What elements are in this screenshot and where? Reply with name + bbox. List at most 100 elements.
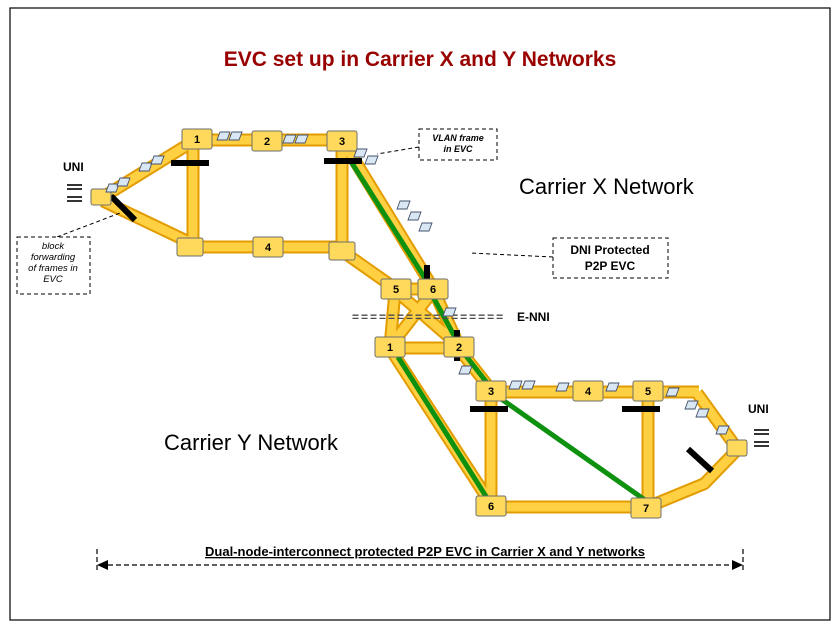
node-box	[374, 336, 406, 358]
vlan-frame-icon	[105, 183, 120, 193]
vlan-frame-icon	[521, 380, 536, 390]
vlan-frame-icon	[228, 131, 243, 141]
node-box	[417, 278, 449, 300]
node-box	[380, 278, 412, 300]
vlan-frame-icon	[396, 200, 411, 210]
node-number: 4	[585, 386, 592, 398]
node-box	[572, 380, 604, 402]
node-box	[630, 497, 662, 519]
node-number: 1	[194, 134, 200, 146]
node-number: 4	[265, 242, 272, 254]
enni-boundary-marks: =================	[352, 310, 505, 324]
vlan-frame-icon	[150, 155, 165, 165]
vlan-frame-icon	[216, 131, 231, 141]
protected-evc-path	[428, 291, 460, 343]
vlan-frame-icon	[294, 134, 309, 144]
vlan-frame-icon	[282, 134, 297, 144]
uni-endpoint-node	[90, 188, 112, 206]
network-link	[693, 390, 740, 450]
switch-node: 1	[374, 336, 406, 358]
switch-node: 2	[251, 130, 283, 152]
callout-text: DNI Protected	[570, 243, 649, 257]
uni-right-label: UNI	[748, 402, 769, 416]
node-number: 5	[393, 284, 399, 296]
node-number: 2	[264, 136, 270, 148]
vlan-frame-icon	[364, 155, 379, 165]
switch-node: 7	[630, 497, 662, 519]
switch-node: 1	[181, 128, 213, 150]
switch-node: 4	[252, 236, 284, 258]
callout-leader-line	[469, 252, 554, 258]
vlan-frame-icon	[407, 211, 422, 221]
switch-node: 4	[572, 380, 604, 402]
network-link	[393, 287, 460, 348]
node-number: 6	[488, 501, 494, 513]
arrow-right-icon	[732, 560, 743, 570]
vlan-frame-icon	[116, 177, 131, 187]
uni-left-interface-icon	[67, 184, 82, 202]
bottom-caption: Dual-node-interconnect protected P2P EVC…	[205, 544, 645, 559]
protected-evc-path	[395, 355, 490, 500]
vlan-frame-icon	[684, 400, 699, 410]
uni-endpoint-node	[726, 439, 748, 457]
switch-node: 5	[632, 380, 664, 402]
vlan-frame-icon	[715, 425, 730, 435]
switch-node: 6	[475, 495, 507, 517]
node-number: 3	[488, 386, 494, 398]
node-box	[90, 188, 112, 206]
callout-text: in EVC	[443, 144, 473, 154]
network-link	[101, 196, 193, 248]
blocked-port-marker	[685, 446, 715, 474]
node-box	[726, 439, 748, 457]
node-box	[328, 241, 356, 261]
switch-node: 5	[380, 278, 412, 300]
callout-box	[552, 237, 669, 279]
vlan-frame-icon	[458, 365, 473, 375]
vlan-frame-icon	[418, 222, 433, 232]
protected-evc-path	[495, 393, 647, 503]
vlan-frame-icon	[138, 162, 153, 172]
callout-leader-line	[376, 146, 420, 155]
callout-text: P2P EVC	[585, 259, 636, 273]
vlan-frame-callout: VLAN frame in EVC	[376, 128, 498, 161]
callout-text: EVC	[43, 274, 63, 285]
dni-protected-callout: DNI Protected P2P EVC	[469, 237, 669, 279]
arrow-left-icon	[97, 560, 108, 570]
callout-text: block	[42, 241, 65, 252]
page-title: EVC set up in Carrier X and Y Networks	[224, 48, 617, 71]
bottom-span-annotation: Dual-node-interconnect protected P2P EVC…	[96, 544, 744, 571]
vlan-frame-icon	[695, 408, 710, 418]
uni-left-label: UNI	[63, 160, 84, 174]
node-box	[252, 236, 284, 258]
switch-node	[176, 237, 204, 257]
vlan-frame-icon	[605, 382, 620, 392]
vlan-frame-icon	[665, 387, 680, 397]
protected-evc-path	[347, 158, 431, 285]
switch-node	[328, 241, 356, 261]
node-number: 6	[430, 284, 436, 296]
node-box	[632, 380, 664, 402]
vlan-frame-icon	[508, 380, 523, 390]
vlan-frame-icon	[555, 382, 570, 392]
carrier-x-label: Carrier X Network	[519, 174, 695, 199]
callout-text: VLAN frame	[432, 133, 484, 143]
node-box	[176, 237, 204, 257]
node-number: 2	[456, 342, 462, 354]
switch-node: 3	[475, 380, 507, 402]
block-forwarding-callout: block forwarding of frames in EVC	[16, 212, 121, 295]
node-box	[181, 128, 213, 150]
node-box	[443, 336, 475, 358]
uni-right-interface-icon	[754, 429, 769, 447]
node-box	[326, 130, 358, 152]
callout-leader-line	[56, 212, 121, 238]
node-box	[475, 495, 507, 517]
vlan-frame-icon	[442, 307, 457, 317]
node-box	[475, 380, 507, 402]
switch-node: 6	[417, 278, 449, 300]
callout-box	[418, 128, 498, 161]
callout-text: of frames in	[28, 263, 78, 274]
node-number: 5	[645, 386, 651, 398]
